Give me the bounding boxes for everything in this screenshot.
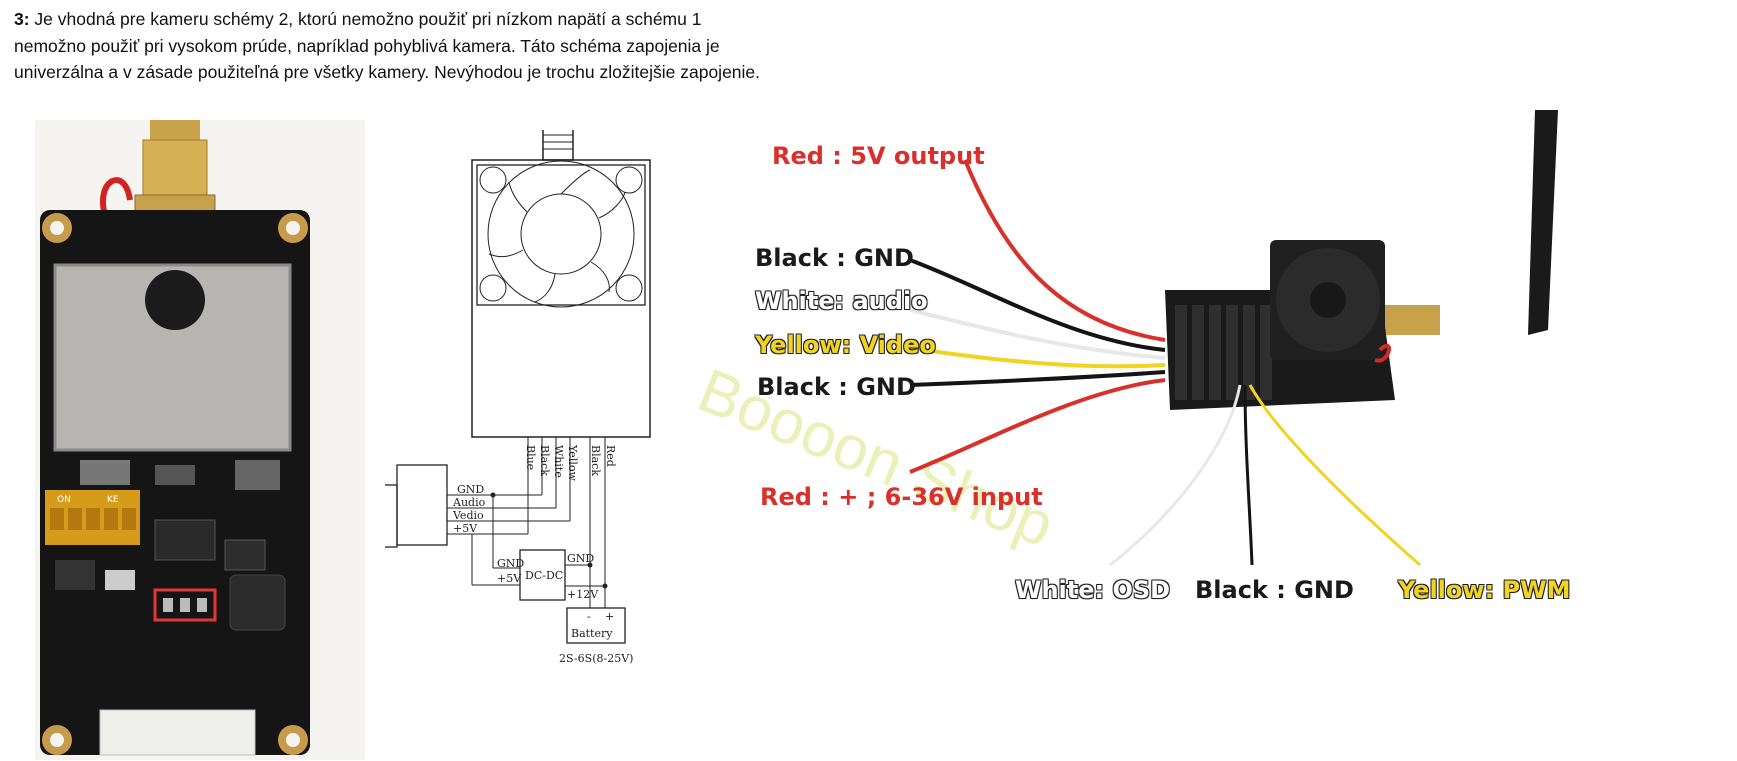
label-white-osd: White: OSD (1015, 576, 1171, 604)
wiring-schematic: Blue Black White Yellow Black Red GND Au… (385, 130, 651, 665)
camera-pin-audio: Audio (452, 496, 486, 509)
label-white-audio: White: audio (755, 287, 928, 315)
wire-label-blue: Blue (524, 445, 537, 470)
label-red-5v-output: Red : 5V output (772, 142, 985, 170)
label-yellow-video: Yellow: Video (755, 331, 936, 359)
paragraph-prefix: 3: (14, 9, 30, 29)
description-paragraph: 3: Je vhodná pre kameru schémy 2, ktorú … (14, 6, 774, 86)
dip-on-label: ON (57, 495, 71, 505)
battery-plus: + (605, 610, 614, 623)
label-yellow-pwm: Yellow: PWM (1398, 576, 1571, 604)
paragraph-text: Je vhodná pre kameru schémy 2, ktorú nem… (14, 9, 761, 82)
battery-spec: 2S-6S(8-25V) (559, 652, 633, 665)
wire-label-red: Red (604, 445, 617, 467)
dcdc-label: DC-DC (525, 569, 563, 582)
label-black-gnd-2: Black : GND (757, 373, 916, 401)
wire-label-black-2: Black (589, 445, 602, 476)
battery-label: Battery (571, 627, 613, 640)
dip-ke-label: KE (107, 495, 119, 505)
wire-label-white: White (552, 445, 565, 478)
wire-label-yellow: Yellow (566, 444, 579, 481)
camera-pin-gnd: GND (457, 483, 484, 496)
transmitter-module-photo: ON KE (35, 120, 365, 760)
camera-pin-video: Vedio (452, 509, 484, 522)
dcdc-in-5v: +5V (497, 572, 522, 585)
camera-pin-5v: +5V (453, 522, 478, 535)
label-black-gnd-3: Black : GND (1195, 576, 1354, 604)
label-red-input: Red : + ; 6-36V input (760, 483, 1043, 511)
dcdc-out-gnd: GND (567, 552, 594, 565)
dcdc-in-gnd: GND (497, 557, 524, 570)
label-black-gnd-1: Black : GND (755, 244, 914, 272)
wire-label-black: Black (538, 445, 551, 476)
battery-minus: - (587, 610, 591, 623)
vtx-wiring-photo (909, 110, 1558, 567)
dcdc-out-12v: +12V (567, 588, 599, 601)
